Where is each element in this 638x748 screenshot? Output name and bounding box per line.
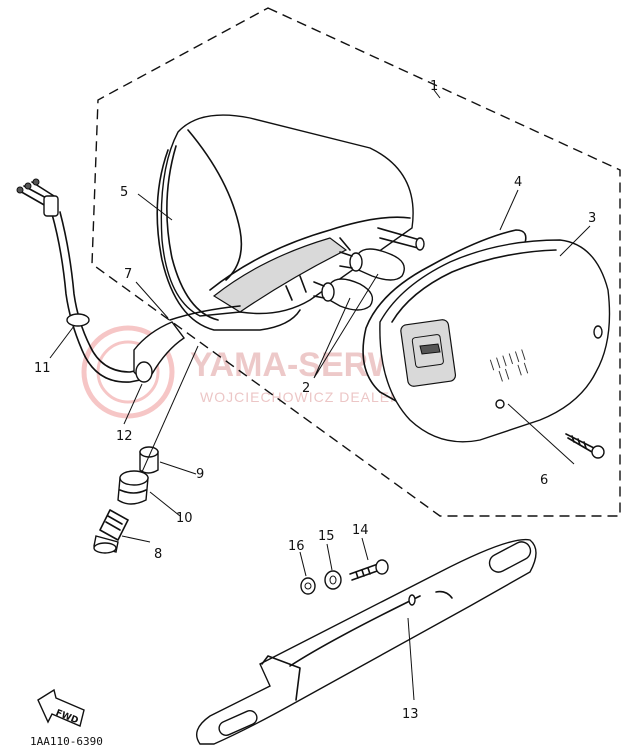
- callout-2: 2: [302, 381, 310, 396]
- part-16-nut: [300, 577, 316, 595]
- assembly-boundary: [91, 7, 621, 517]
- callout-6: 6: [540, 473, 548, 488]
- callout-8: 8: [154, 547, 162, 562]
- callout-15: 15: [318, 529, 335, 544]
- part-14-bolt: [349, 559, 389, 581]
- fwd-arrow-icon: FWD: [37, 688, 85, 727]
- part-7-cable: [169, 305, 241, 321]
- callout-9: 9: [196, 467, 204, 482]
- part-9-collar: [139, 446, 159, 474]
- callout-11: 11: [34, 361, 51, 376]
- callout-7: 7: [124, 267, 132, 282]
- callout-10: 10: [176, 511, 193, 526]
- callout-3: 3: [588, 211, 596, 226]
- callout-12: 12: [116, 429, 133, 444]
- part-15-washer: [324, 570, 342, 590]
- part-10-grommet: [117, 470, 149, 505]
- part-8-bolt: [93, 509, 129, 554]
- callout-4: 4: [514, 175, 522, 190]
- part-11-wire-harness: [16, 178, 186, 383]
- leader-lines: [49, 89, 591, 701]
- callout-13: 13: [402, 707, 419, 722]
- diagram-code: 1AA110-6390: [30, 735, 103, 748]
- part-13-bracket: [196, 538, 537, 745]
- callout-16: 16: [288, 539, 305, 554]
- part-5-housing: [156, 114, 425, 331]
- part-6-screw: [565, 433, 605, 459]
- callout-14: 14: [352, 523, 369, 538]
- callout-labels: 1 2 3 4 5 6 7 8 9 10 11 12 13 14 15 16: [34, 79, 596, 722]
- callout-1: 1: [430, 79, 438, 94]
- callout-5: 5: [120, 185, 128, 200]
- part-3-lens: |||||| || ||: [379, 239, 611, 443]
